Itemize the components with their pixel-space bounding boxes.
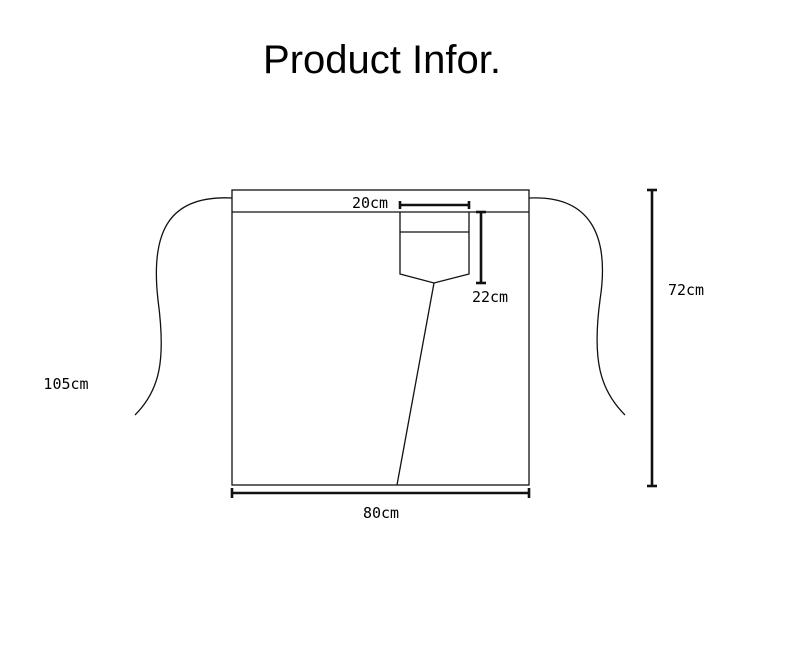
right-strap xyxy=(528,197,626,416)
length-label: 72cm xyxy=(668,281,704,299)
pocket-height-label: 22cm xyxy=(472,288,508,306)
page-title: Product Infor. xyxy=(263,38,501,82)
left-strap xyxy=(134,197,233,416)
apron-body xyxy=(231,189,530,486)
pocket-width-dimension xyxy=(398,201,471,209)
pocket-divider-line xyxy=(396,282,435,486)
pocket xyxy=(399,212,470,284)
width-dimension xyxy=(230,488,531,498)
pocket-width-label: 20cm xyxy=(352,194,388,212)
strap-length-label: 105cm xyxy=(43,375,88,393)
width-label: 80cm xyxy=(363,504,399,522)
length-dimension xyxy=(647,188,657,488)
pocket-height-dimension xyxy=(476,210,486,285)
